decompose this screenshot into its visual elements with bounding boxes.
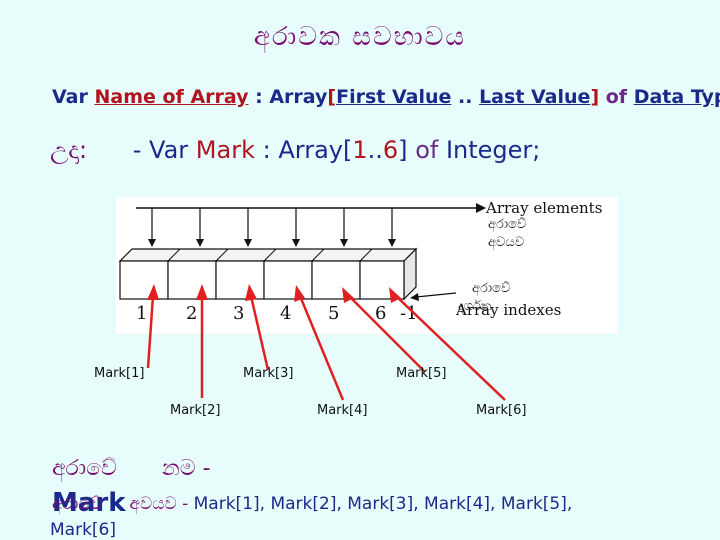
- cell-edge-1: [167, 248, 181, 262]
- example-mark: Mark: [195, 136, 255, 164]
- arrowhead-mark-6: [389, 287, 401, 303]
- array-elements-label-a: අරාවේ: [52, 494, 103, 514]
- page-title: අරාවක සවභාවය: [253, 22, 467, 52]
- index-6: 6: [375, 303, 387, 324]
- array-cell-2: [167, 260, 217, 300]
- index-2: 2: [186, 303, 198, 324]
- array-cell-3: [215, 260, 265, 300]
- indexes-label-en: Array indexes: [456, 301, 562, 319]
- drop-arrow-1: [148, 239, 156, 247]
- arrowhead-mark-2: [196, 284, 208, 300]
- mark-label-3: Mark[3]: [243, 366, 294, 381]
- example-var: Var: [149, 136, 189, 164]
- syntax-colon-array: : Array: [255, 86, 328, 108]
- mark-label-5: Mark[5]: [396, 366, 447, 381]
- array-cells: [118, 247, 418, 301]
- drop-arrow-4: [292, 239, 300, 247]
- drop-arrow-3: [244, 239, 252, 247]
- syntax-open-bracket: [: [327, 86, 337, 108]
- array-elements-line: අරාවේ අවයව - Mark[1], Mark[2], Mark[3], …: [52, 494, 572, 514]
- array-elements-last: Mark[6]: [50, 520, 116, 540]
- array-name-label: අරාවේ: [52, 456, 117, 481]
- syntax-dots: ..: [458, 86, 473, 108]
- example-line: උදා: - Var Mark : Array[1..6] of Integer…: [50, 136, 540, 164]
- array-diagram-svg: [118, 203, 486, 301]
- cell-edge-4: [311, 248, 325, 262]
- index-3: 3: [233, 303, 245, 324]
- index-5: 5: [328, 303, 340, 324]
- arrow-mark-6: [395, 295, 506, 401]
- array-cell-1: [119, 260, 169, 300]
- syntax-last: Last Value: [479, 86, 591, 108]
- syntax-of: of: [605, 86, 628, 108]
- example-first: 1: [352, 136, 368, 164]
- arrowhead-mark-3: [245, 284, 257, 301]
- indexes-label-si-2: දර්ශක: [458, 299, 492, 314]
- elements-label-si-1: අරාවේ: [488, 217, 527, 232]
- arrow-mark-1: [146, 295, 155, 369]
- elements-label-en: Array elements: [486, 199, 603, 217]
- example-colon-array: : Array[: [262, 136, 353, 164]
- cell-edge-2: [215, 248, 229, 262]
- mark-label-6: Mark[6]: [476, 403, 527, 418]
- element-bracket-arrowhead: [476, 203, 486, 213]
- cell-edge-5: [359, 248, 373, 262]
- array-elements-list: Mark[1], Mark[2], Mark[3], Mark[4], Mark…: [193, 494, 573, 514]
- example-dots: ..: [367, 136, 383, 164]
- array-cell-6: [359, 260, 405, 300]
- array-diagram: Array elements අරාවේ අවයව අරාවේ දර්ශක Ar…: [116, 197, 618, 334]
- arrowhead-mark-5: [342, 287, 354, 303]
- drop-arrow-2: [196, 239, 204, 247]
- example-last: 6: [382, 136, 399, 164]
- indexes-label-si-1: අරාවේ: [472, 281, 511, 296]
- mark-label-1: Mark[1]: [94, 366, 145, 381]
- element-drop-lines: [148, 208, 396, 247]
- mark-label-2: Mark[2]: [170, 403, 221, 418]
- syntax-close-bracket: ]: [590, 86, 600, 108]
- arrowhead-mark-1: [147, 284, 159, 300]
- index-1: 1: [136, 303, 148, 324]
- index-4: 4: [280, 303, 292, 324]
- array-elements-label-b: අවයව -: [129, 494, 189, 514]
- arrow-mark-5: [348, 295, 426, 373]
- array-name-word: නම -: [161, 456, 211, 481]
- example-close: ]: [398, 136, 408, 164]
- drop-arrow-6: [388, 239, 396, 247]
- example-type: Integer;: [445, 136, 541, 164]
- mark-label-4: Mark[4]: [317, 403, 368, 418]
- syntax-line: Var Name of Array : Array[First Value ..…: [52, 86, 720, 108]
- array-name-value: Mark: [52, 488, 126, 518]
- index-pointer-arrowhead: [410, 293, 419, 301]
- example-of: of: [415, 136, 439, 164]
- array-name-line: අරාවේ නම -: [52, 456, 211, 481]
- example-dash: -: [132, 136, 142, 164]
- syntax-first: First Value: [336, 86, 452, 108]
- elements-label-si-2: අවයව: [488, 235, 525, 250]
- index-pointer-line: [415, 292, 457, 298]
- syntax-var: Var: [52, 86, 88, 108]
- arrow-mark-3: [249, 295, 270, 371]
- example-label: උදා:: [50, 136, 88, 164]
- index-extra: -1: [400, 303, 418, 324]
- arrowhead-mark-4: [294, 285, 305, 302]
- syntax-name: Name of Array: [94, 86, 249, 108]
- cell-edge-3: [263, 248, 277, 262]
- syntax-data-type: Data Type: [633, 86, 720, 108]
- drop-arrow-5: [340, 239, 348, 247]
- arrow-mark-4: [298, 295, 345, 401]
